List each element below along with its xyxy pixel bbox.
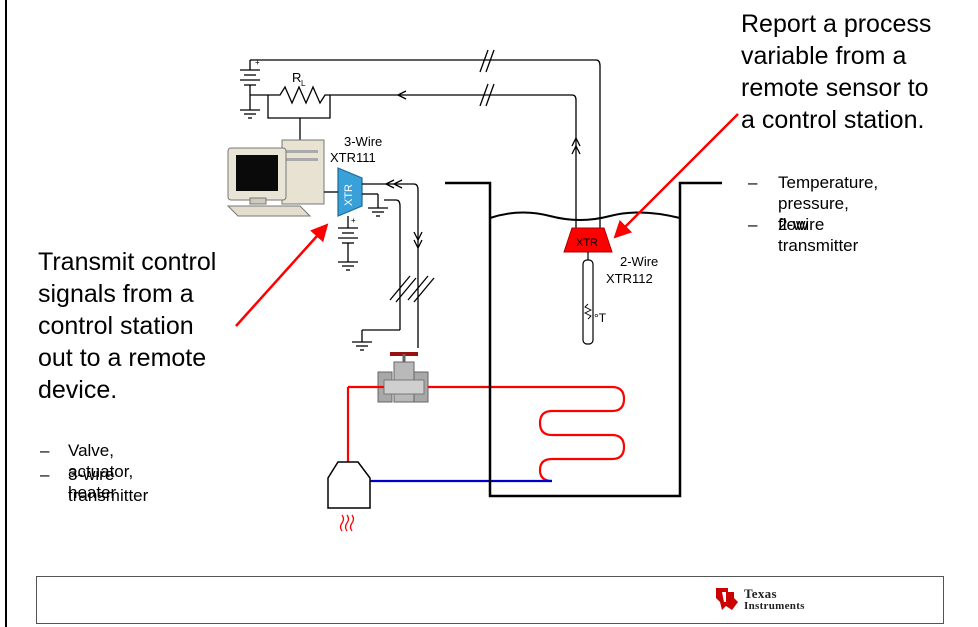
arrow-to-xtr111: [235, 223, 329, 327]
xtr112-label-2: XTR112: [606, 271, 653, 286]
ti-brand-line1: Texas: [744, 586, 777, 601]
bullet-text: pressure, flow: [778, 194, 849, 234]
plus-label-top: +: [255, 58, 260, 67]
right-heading: Report a process variable from a remote …: [741, 8, 931, 136]
bullet-item-continued: pressure, flow: [748, 193, 849, 234]
left-heading-line: Transmit control: [38, 248, 217, 276]
right-heading-line: a control station.: [741, 106, 925, 134]
xtr111-label-2: XTR111: [330, 150, 376, 165]
left-heading-line: signals from a: [38, 280, 194, 308]
ti-logo-icon: [716, 588, 738, 610]
resistor-rl: [267, 85, 331, 145]
sensor-label: °T: [594, 311, 607, 325]
bullet-text: Valve, actuator, heater: [68, 441, 134, 502]
right-heading-line: remote sensor to: [741, 74, 929, 102]
bullet-text: Temperature,: [778, 173, 879, 192]
bullet-text: 2-wire transmitter: [778, 215, 859, 255]
bullet-dash: –: [748, 173, 758, 192]
left-heading: Transmit control signals from a control …: [38, 246, 216, 406]
power-supply-symbol: [240, 59, 596, 119]
hot-pipe: [346, 385, 626, 483]
heater-vessel: [327, 461, 371, 532]
ti-brand-line2: Instruments: [744, 600, 805, 612]
tank: [445, 181, 722, 498]
xtr111-chip: XTR: [337, 167, 363, 217]
bullet-dash: –: [40, 465, 50, 484]
svg-text:XTR: XTR: [343, 184, 355, 206]
bullet-item: – Valve, actuator, heater: [40, 440, 133, 502]
bullet-item: – 3-wire transmitter: [40, 464, 148, 505]
bullet-item: – Temperature,: [748, 172, 878, 193]
arrow-to-xtr112: [613, 113, 739, 239]
left-heading-line: out to a remote: [38, 344, 207, 372]
bullet-text: 3-wire transmitter: [68, 465, 149, 505]
ti-brand-text: Texas Instruments: [744, 586, 805, 612]
xtr112-label-1: 2-Wire: [620, 254, 658, 269]
footer-bar: [36, 576, 944, 624]
right-heading-line: Report a process: [741, 10, 932, 38]
resistor-label-sub: L: [301, 79, 306, 88]
left-heading-line: control station: [38, 312, 194, 340]
top-wire: [250, 49, 601, 228]
xtr112-chip: XTR: [563, 227, 613, 253]
svg-text:XTR: XTR: [576, 237, 598, 249]
left-bullets: – Valve, actuator, heater – 3-wire trans…: [40, 440, 148, 505]
bullet-dash: –: [40, 441, 50, 460]
right-bullets: – Temperature, pressure, flow – 2-wire t…: [748, 172, 878, 255]
xtr111-label-1: 3-Wire: [344, 134, 382, 149]
bullet-item: – 2-wire transmitter: [748, 214, 858, 255]
plus-label-xtr111: +: [351, 216, 356, 225]
temperature-probe: [582, 252, 594, 345]
bullet-dash: –: [748, 215, 758, 234]
resistor-label: R: [292, 70, 301, 85]
left-heading-line: device.: [38, 376, 118, 404]
computer-icon: [226, 139, 325, 217]
right-heading-line: variable from a: [741, 42, 907, 70]
xtr111-wiring: [324, 179, 435, 351]
valve-icon: [377, 352, 429, 403]
